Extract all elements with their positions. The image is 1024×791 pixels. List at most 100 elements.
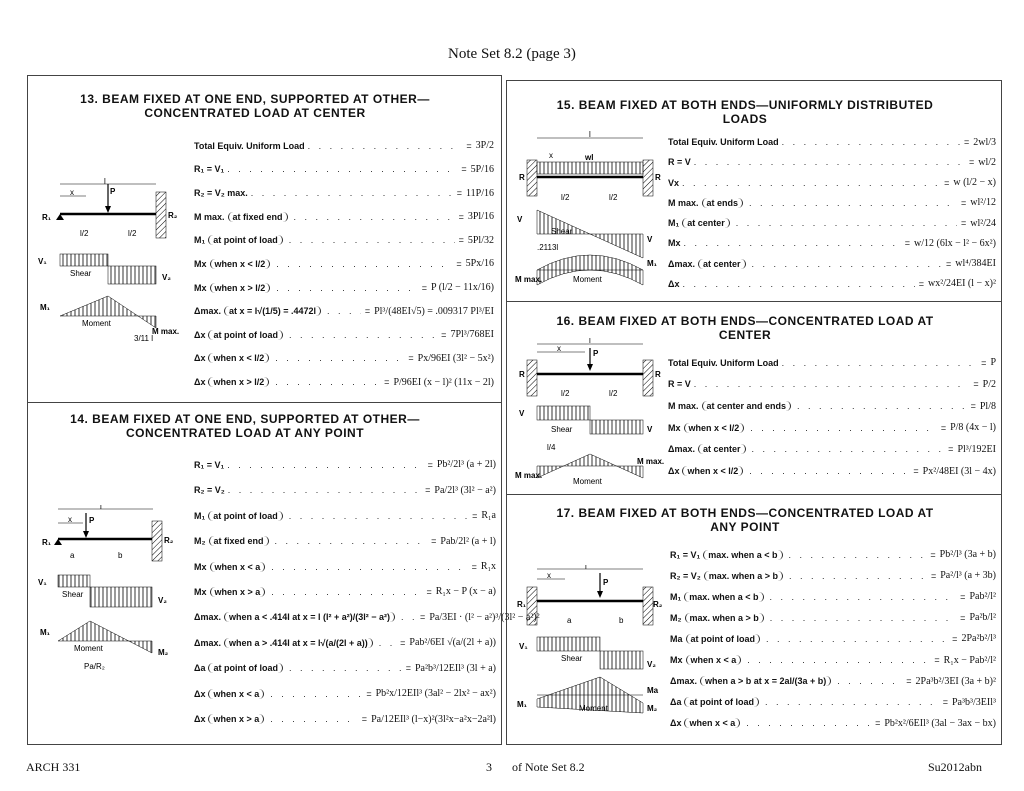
x-label: x (68, 515, 72, 524)
left-divider (27, 402, 501, 403)
section-14-diagram: l x P R₁ R₂ a b V₁ V₂ Shear M₁ M₂ Moment… (38, 505, 174, 671)
leader-dots (248, 188, 453, 198)
m1-label: M₁ (40, 303, 51, 312)
formula-condition: max. when a > b (684, 612, 764, 623)
equals-sign: = (968, 157, 975, 168)
equals-sign: = (472, 510, 478, 521)
equals-sign: = (384, 377, 390, 388)
m1-label: M₁ (40, 628, 51, 637)
formula-label: M₂ (670, 612, 682, 623)
load-label: P (89, 516, 95, 525)
formula-value: 5P/16 (470, 163, 494, 175)
leader-dots (286, 235, 455, 245)
formula-label: Δmax. (670, 676, 697, 687)
right-divider-1 (506, 301, 1001, 302)
leader-dots (779, 137, 960, 147)
formula-value: wl/2 (978, 156, 996, 168)
leader-dots (286, 663, 402, 673)
formula-condition: max. when a > b (703, 570, 784, 581)
equals-sign: = (930, 549, 936, 560)
leader-dots (272, 377, 380, 387)
page-title: Note Set 8.2 (page 3) (448, 46, 576, 62)
equals-sign: = (960, 218, 967, 229)
formula-row: Total Equiv. Uniform Load=2wl/3 (668, 132, 996, 152)
equals-sign: = (948, 444, 954, 455)
formula-label: Δmax. (194, 612, 221, 623)
equals-sign: = (425, 485, 431, 496)
moment-diagram (536, 453, 644, 479)
section-13-formulas: Total Equiv. Uniform Load=3P/2R₁ = V₁=5P… (194, 134, 494, 394)
a-label: a (70, 551, 75, 560)
moment-diagram (59, 295, 157, 329)
shear-positive (57, 574, 91, 588)
formula-condition: at point of load (685, 633, 761, 644)
half-label-left: l/2 (80, 229, 89, 238)
formula-row: Δmax.at center=Pl³/192EI (668, 439, 996, 461)
formula-value: 7Pl³/768EI (450, 329, 494, 341)
formula-label: Mx (194, 282, 207, 293)
formula-value: Pb²x²/6EIl³ (3al − 3ax − bx) (884, 717, 996, 729)
x-label: x (547, 571, 551, 580)
section-14-title-line1: 14. BEAM FIXED AT ONE END, SUPPORTED AT … (70, 412, 420, 426)
formula-label: R = V (668, 379, 691, 390)
m1-label: M₁ (517, 700, 528, 709)
formula-label: Total Equiv. Uniform Load (668, 137, 779, 148)
v2-label: V₂ (162, 273, 171, 282)
leader-dots (286, 511, 468, 521)
formula-condition: at fixed end (208, 536, 269, 547)
load-arrowhead (105, 206, 111, 213)
formula-value: 5Px/16 (465, 258, 494, 270)
equals-sign: = (918, 278, 924, 289)
formula-label: M max. (668, 197, 699, 208)
distance-label: 3/11 l (134, 334, 153, 343)
leader-dots (305, 141, 463, 151)
leader-dots (794, 401, 967, 411)
formula-row: Δmax.at x = l√(1/5) = .4472l=Pl³/(48EI√5… (194, 299, 494, 323)
formula-value: Pa²b³/12EIl³ (3l + a) (414, 662, 496, 674)
fixed-support-right (642, 159, 654, 197)
formula-label: Δmax. (668, 444, 695, 455)
formula-label: Vx (668, 177, 680, 188)
v-right-label: V (647, 425, 653, 434)
formula-label: M₂ (194, 536, 206, 547)
section-16-title: 16. BEAM FIXED AT BOTH ENDS—CONCENTRATED… (510, 314, 980, 342)
section-17-diagram: l x P R₁ R₂ a b V₁ V₂ Shear M₁ Ma M₂ Mom… (517, 565, 663, 714)
formula-value: R₁x (480, 561, 496, 573)
leader-dots (267, 714, 358, 724)
formula-condition: at x = l√(1/5) = .4472l (223, 306, 321, 317)
footer-page-number: 3 (486, 760, 492, 774)
formula-value: P/8 (4x − l) (950, 422, 996, 434)
moment-label: Moment (82, 319, 112, 328)
v1-label: V₁ (38, 257, 47, 266)
formula-condition: when x < l/2 (683, 422, 745, 433)
equals-sign: = (940, 422, 947, 433)
quarter-label: l/4 (547, 443, 556, 452)
equals-sign: = (904, 238, 910, 249)
formula-condition: when x < l/2 (209, 258, 271, 269)
section-17-title-line2: ANY POINT (710, 520, 780, 534)
leader-dots (762, 697, 939, 707)
equals-sign: = (461, 164, 467, 175)
formula-label: R₂ = V₂ max. (194, 188, 248, 199)
formula-label: Δx (194, 353, 206, 364)
half-label-left: l/2 (561, 389, 570, 398)
moment-label: Moment (579, 704, 609, 713)
formula-condition: at point of load (684, 697, 759, 708)
formula-condition: at point of load (208, 235, 283, 246)
leader-dots (786, 571, 927, 581)
leader-dots (743, 718, 871, 728)
footer-course: ARCH 331 (26, 760, 81, 774)
v-left-label: V (517, 215, 523, 224)
equals-sign: = (458, 211, 464, 222)
x-label: x (70, 188, 74, 197)
formula-value: Pab/2l² (a + l) (440, 535, 496, 547)
equals-sign: = (427, 459, 433, 470)
